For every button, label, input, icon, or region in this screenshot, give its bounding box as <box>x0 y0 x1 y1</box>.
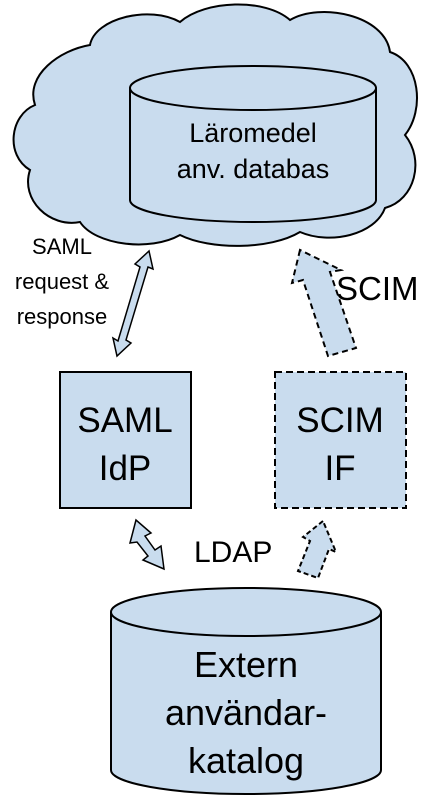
scim-provisioning-arrow <box>290 248 358 358</box>
saml-idp-label-line2: IdP <box>99 449 152 488</box>
saml-idp-box <box>59 371 192 509</box>
database-cylinder <box>129 65 377 223</box>
database-label-line2: anv. databas <box>177 154 330 184</box>
saml-arrow-label-line1: SAML <box>32 234 92 259</box>
database-label-line1: Läromedel <box>189 118 317 148</box>
directory-label-line2: användar- <box>165 692 327 733</box>
directory-cylinder <box>110 587 382 795</box>
scim-if-box <box>274 371 407 509</box>
scim-if-label-line1: SCIM <box>296 401 384 440</box>
ldap-scim-arrow <box>296 519 338 580</box>
directory-label-line1: Extern <box>194 644 298 685</box>
saml-arrow-label-line3: response <box>17 304 108 329</box>
scim-if-label-line2: IF <box>324 449 355 488</box>
directory-label-line3: katalog <box>188 740 304 781</box>
saml-double-arrow <box>111 249 155 358</box>
ldap-label: LDAP <box>194 536 272 569</box>
saml-arrow-label-line2: request & <box>15 269 109 294</box>
saml-idp-label-line1: SAML <box>77 401 172 440</box>
ldap-double-arrow <box>128 518 165 571</box>
scim-arrow-label: SCIM <box>336 270 419 307</box>
